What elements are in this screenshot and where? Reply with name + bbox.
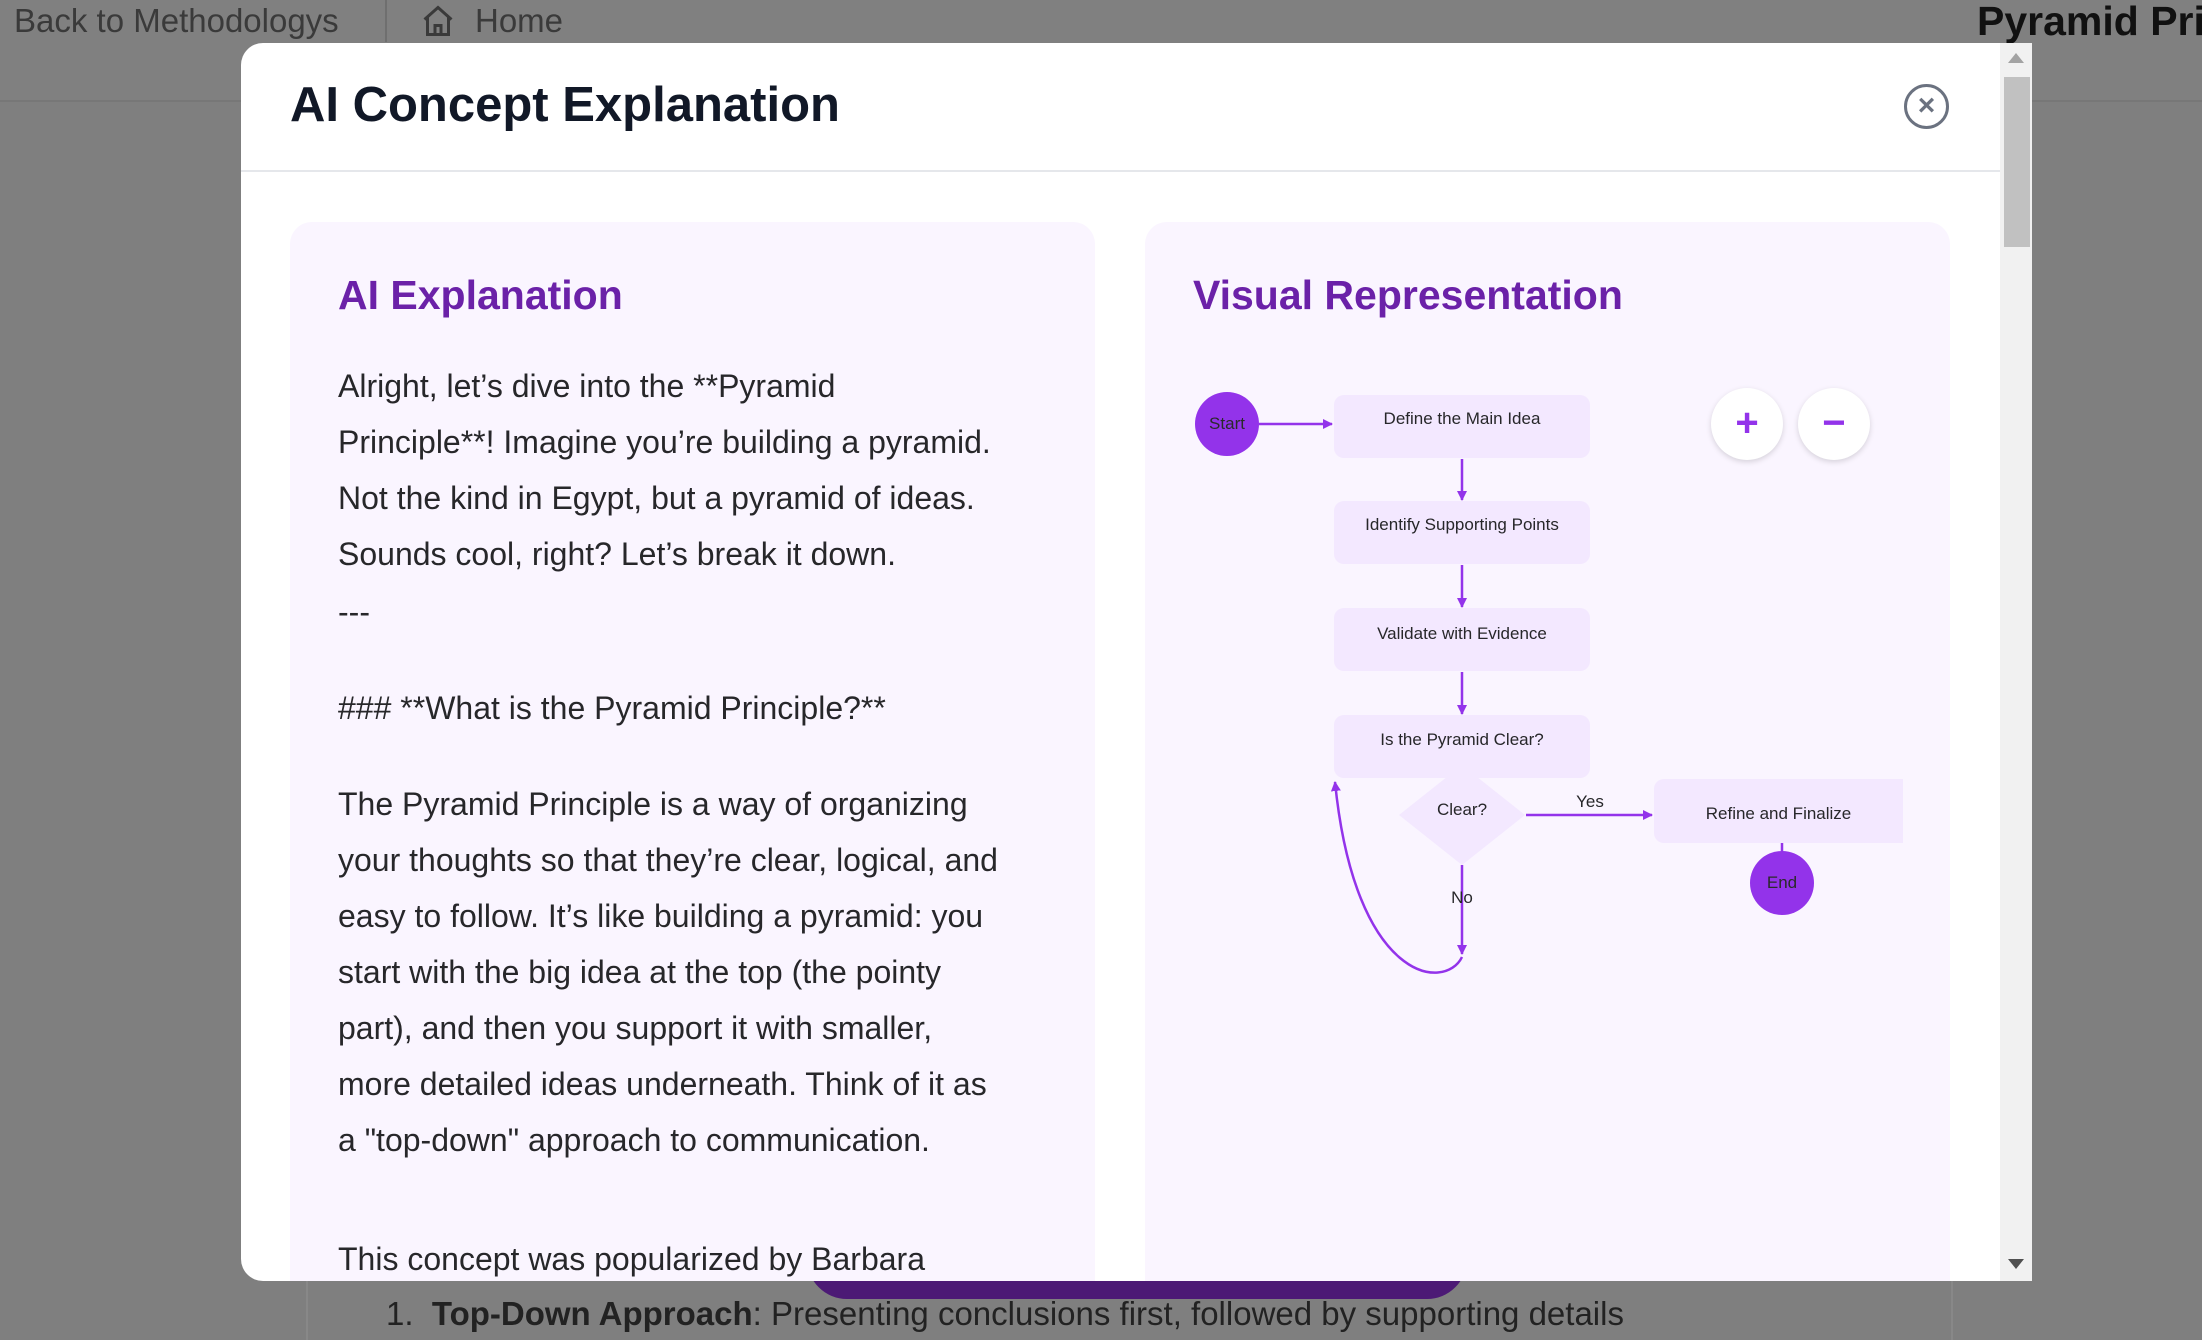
zoom-out-button[interactable]: − bbox=[1798, 388, 1870, 460]
node-end[interactable]: End bbox=[1750, 851, 1814, 915]
node-start[interactable]: Start bbox=[1195, 392, 1259, 456]
node-validate-evidence[interactable]: Validate with Evidence bbox=[1334, 608, 1590, 671]
node-identify-supporting-points[interactable]: Identify Supporting Points bbox=[1334, 501, 1590, 564]
visual-representation-heading: Visual Representation bbox=[1193, 272, 1623, 318]
list-item-text: : Presenting conclusions first, followed… bbox=[752, 1295, 1624, 1332]
zoom-in-button[interactable]: + bbox=[1711, 388, 1783, 460]
scroll-up-arrow-icon[interactable] bbox=[2008, 53, 2024, 63]
home-icon bbox=[423, 5, 453, 36]
decision-diamond-shape bbox=[1399, 765, 1525, 865]
edge-label-no: No bbox=[1451, 888, 1473, 907]
explanation-paragraph-1: Alright, let’s dive into the **Pyramid P… bbox=[338, 368, 991, 572]
nav-divider bbox=[385, 0, 387, 42]
home-link[interactable]: Home bbox=[475, 2, 564, 39]
node-decision-clear[interactable]: Clear? bbox=[1436, 800, 1488, 819]
list-number: 1. bbox=[386, 1295, 414, 1332]
ai-explanation-card: AI Explanation Alright, let’s dive into … bbox=[290, 222, 1095, 1281]
modal-header: AI Concept Explanation × bbox=[241, 43, 2000, 172]
modal-title: AI Concept Explanation bbox=[290, 78, 840, 132]
node-define-main-idea[interactable]: Define the Main Idea bbox=[1334, 395, 1590, 458]
page-title: Pyramid Pri bbox=[1977, 0, 2202, 44]
explanation-paragraph-3: This concept was popularized by Barbara bbox=[338, 1241, 925, 1277]
ai-concept-modal: AI Concept Explanation × AI Explanation … bbox=[241, 43, 2032, 1281]
explanation-paragraph-2: The Pyramid Principle is a way of organi… bbox=[338, 786, 998, 1158]
background-list-item: 1. Top-Down Approach: Presenting conclus… bbox=[386, 1295, 1624, 1333]
visual-representation-card: Visual Representation Start Define the M… bbox=[1145, 222, 1950, 1281]
explanation-subheading: ### **What is the Pyramid Principle?** bbox=[338, 690, 886, 726]
edge-label-yes: Yes bbox=[1576, 792, 1604, 811]
explanation-hr: --- bbox=[338, 594, 370, 630]
list-item-bold: Top-Down Approach bbox=[431, 1295, 753, 1332]
flowchart-edges bbox=[1259, 419, 1784, 974]
flowchart: Start Define the Main Idea Identify Supp… bbox=[1145, 222, 1950, 1281]
modal-scrollbar[interactable] bbox=[2000, 43, 2032, 1281]
edge-loop-back bbox=[1330, 781, 1464, 974]
scroll-down-arrow-icon[interactable] bbox=[2008, 1259, 2024, 1269]
close-icon[interactable]: × bbox=[1904, 84, 1949, 129]
node-refine-finalize[interactable]: Refine and Finalize bbox=[1654, 779, 1903, 843]
ai-explanation-heading: AI Explanation bbox=[338, 272, 623, 318]
back-to-methodologies-link[interactable]: Back to Methodologys bbox=[14, 2, 339, 39]
scrollbar-thumb[interactable] bbox=[2004, 77, 2030, 247]
